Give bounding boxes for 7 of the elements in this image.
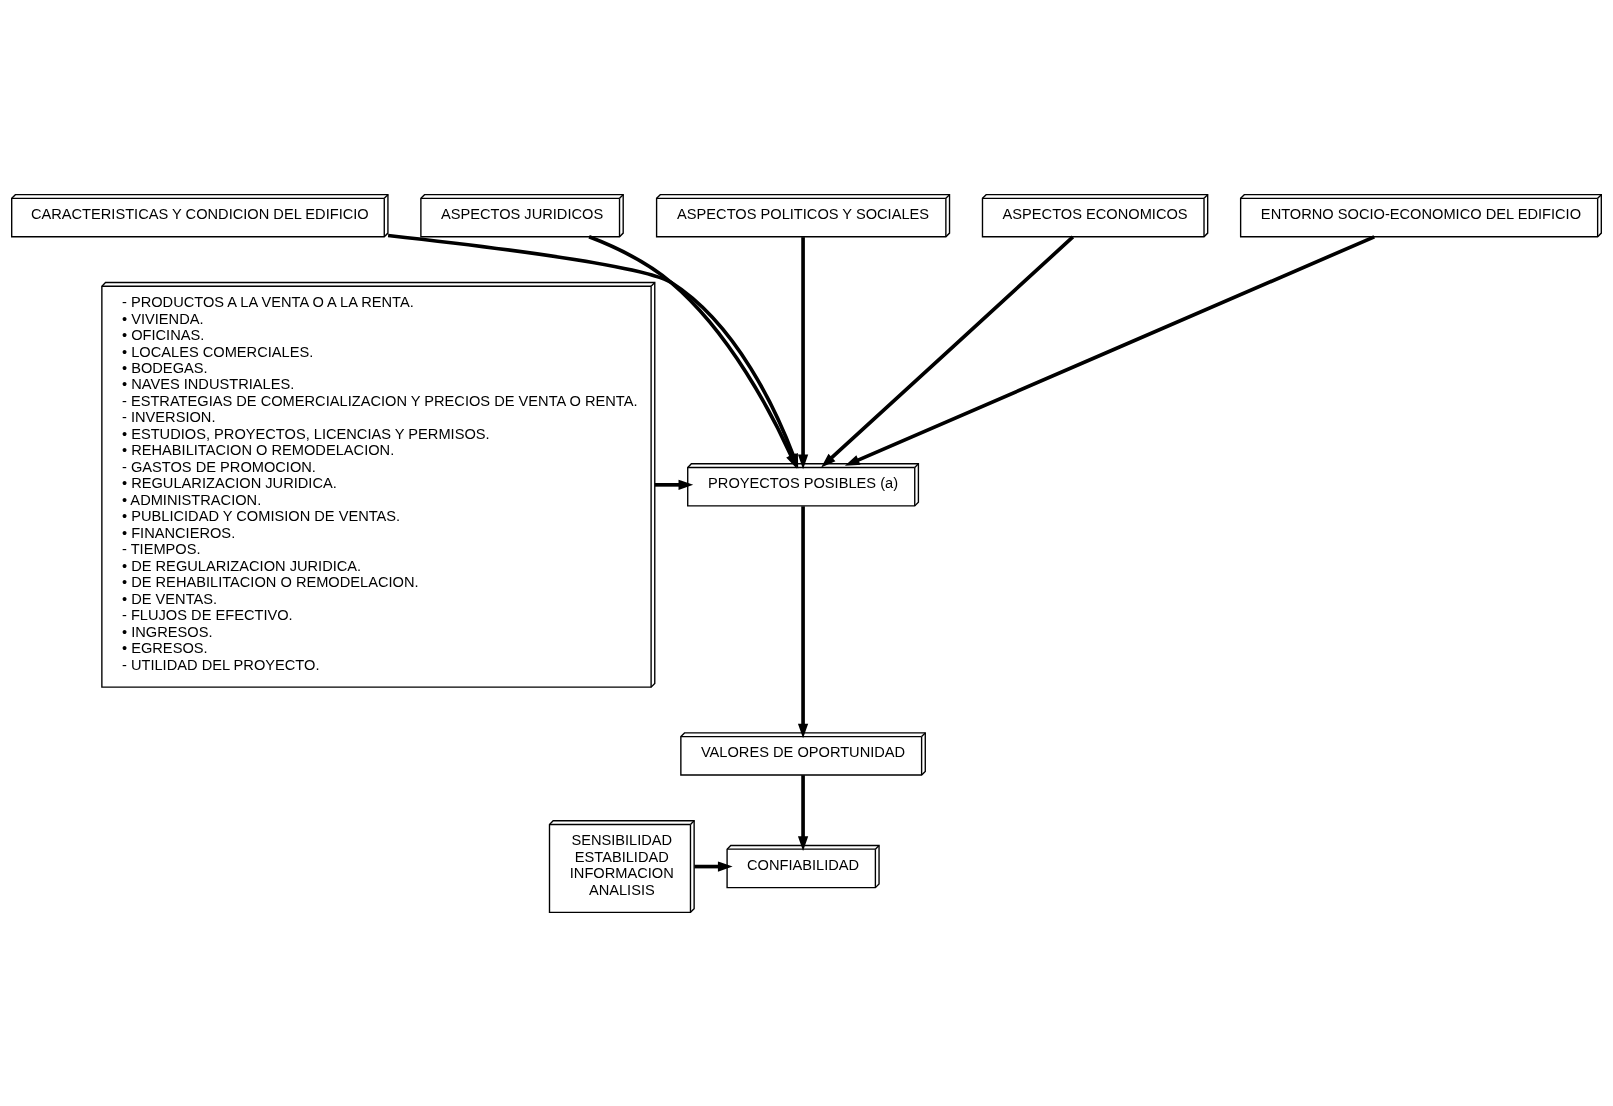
arrow [797, 774, 809, 851]
arrow [694, 860, 733, 872]
arrow [844, 234, 1375, 466]
arrow [797, 236, 809, 469]
arrow [655, 479, 694, 490]
arrow [821, 235, 1075, 467]
arrow [797, 505, 809, 738]
